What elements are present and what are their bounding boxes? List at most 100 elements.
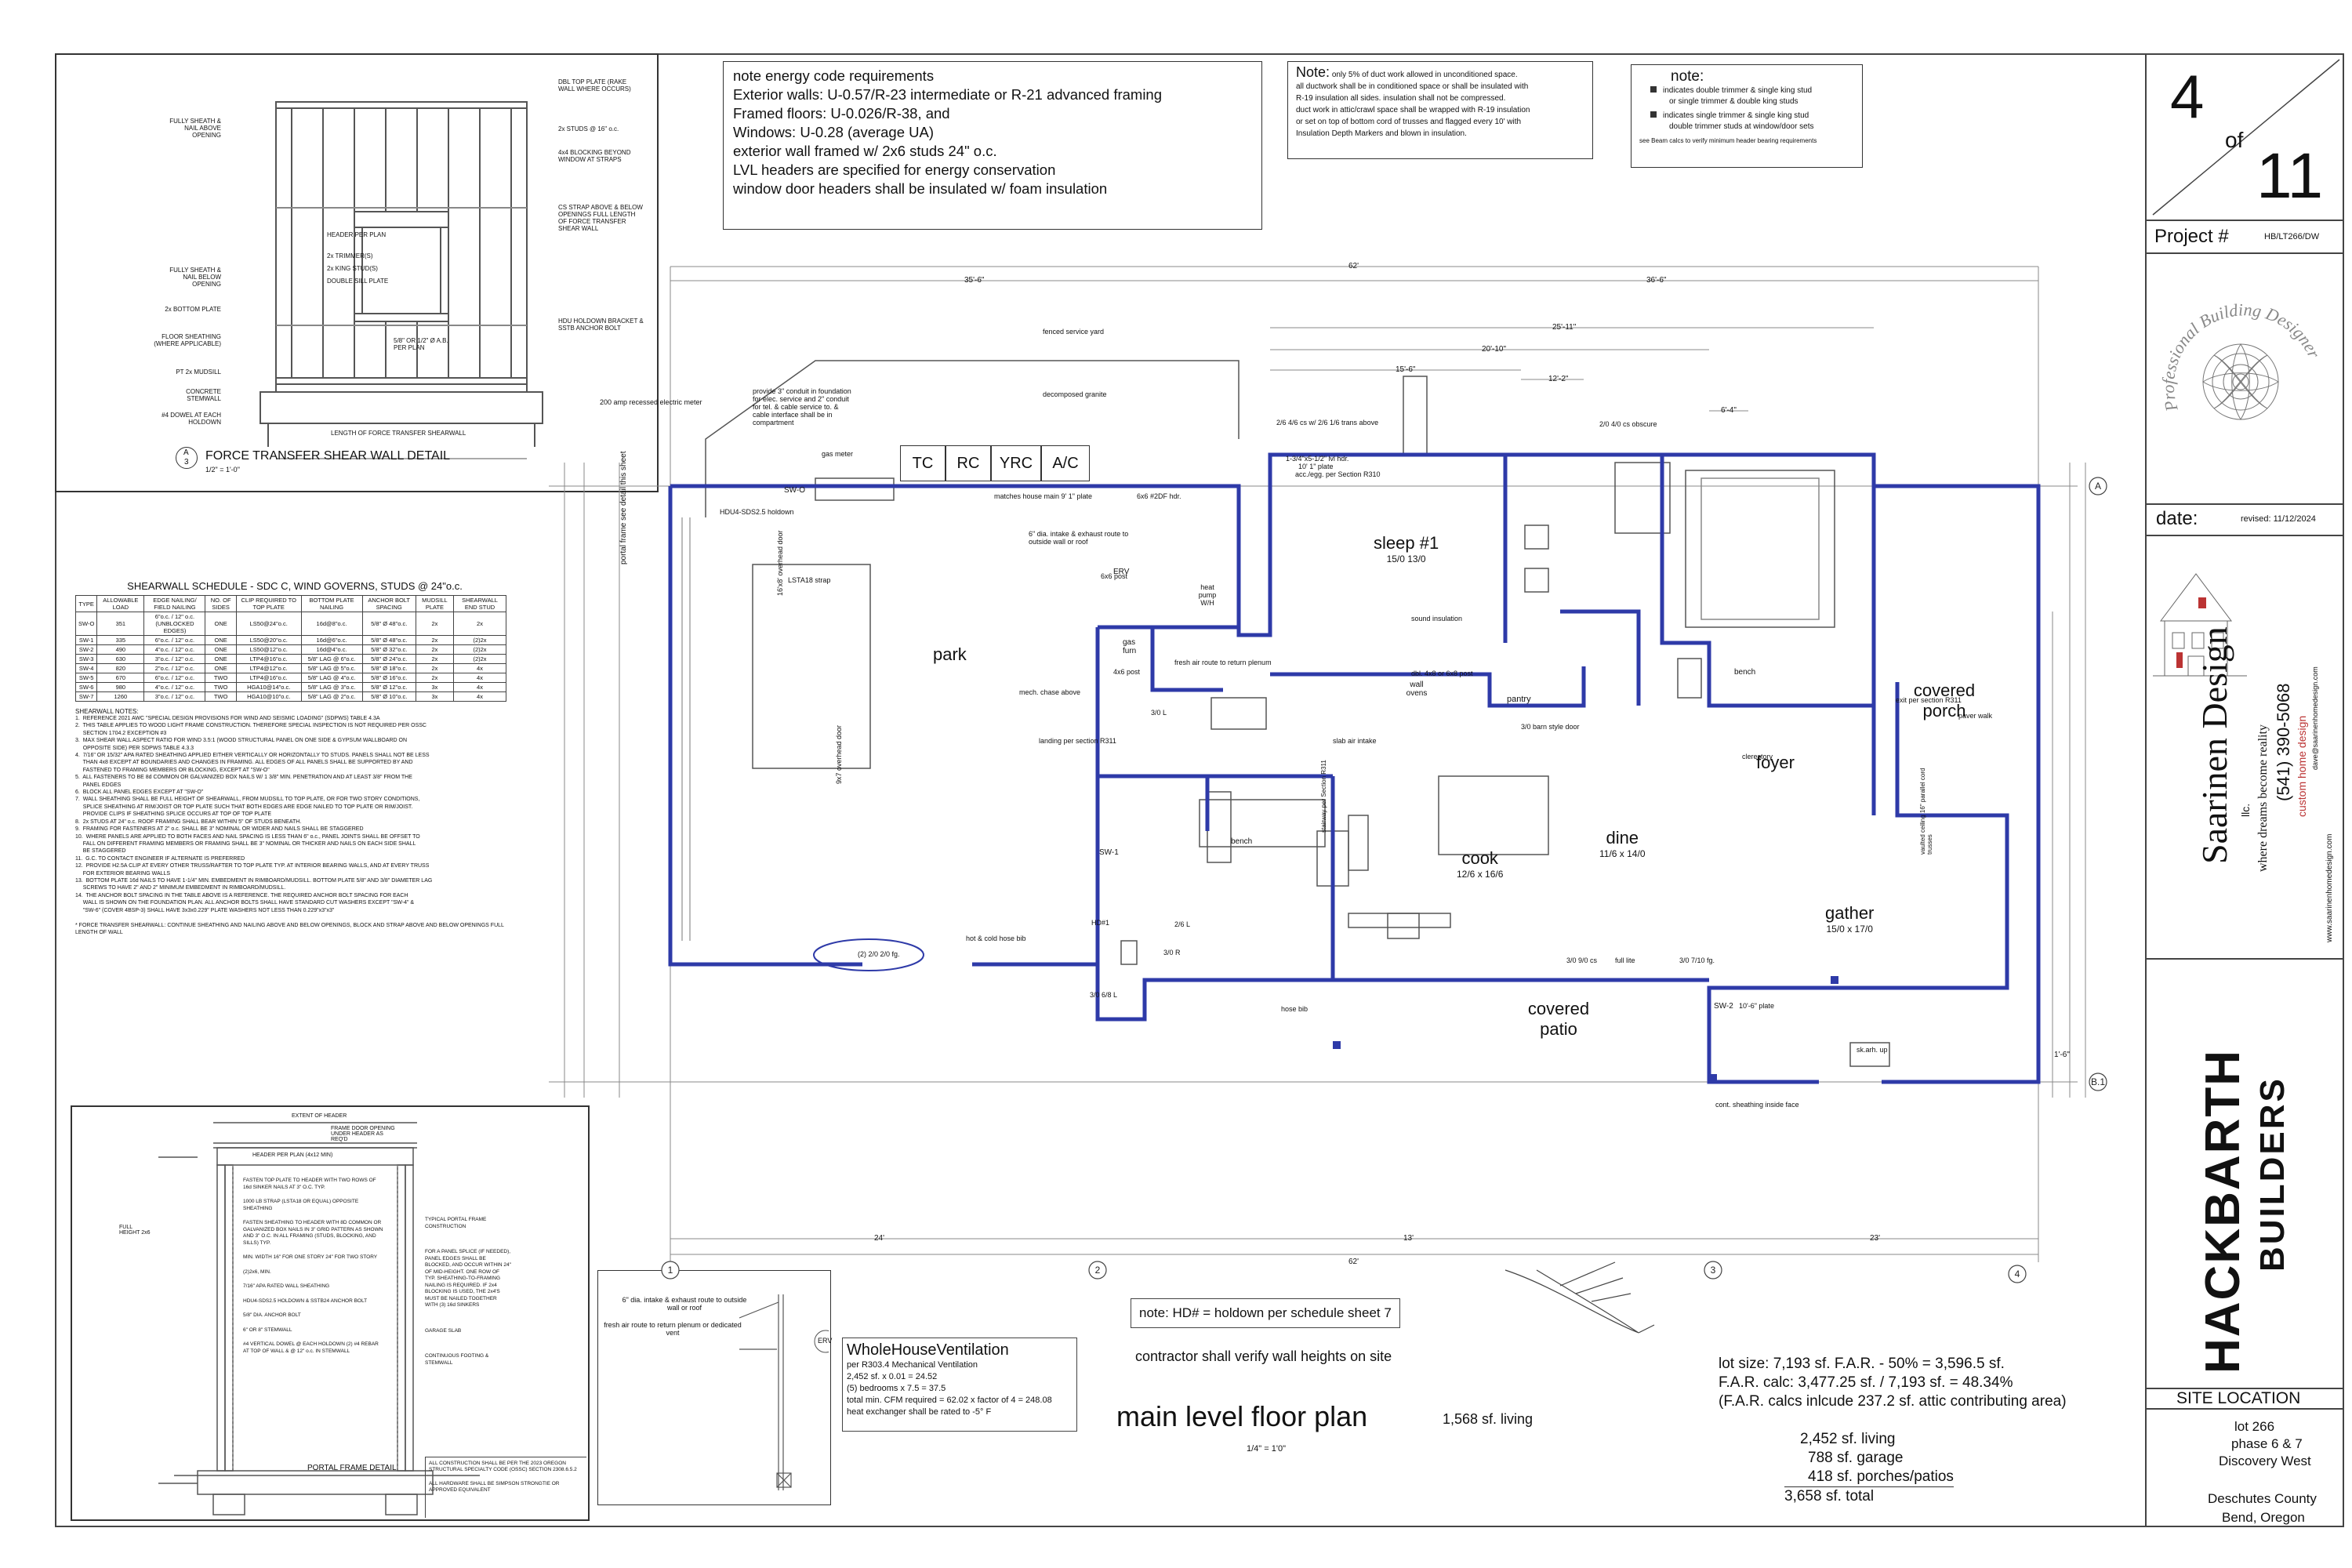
detail-length-label: LENGTH OF FORCE TRANSFER SHEARWALL <box>331 430 466 437</box>
schedule-title: SHEARWALL SCHEDULE - SDC C, WIND GOVERNS… <box>127 580 463 592</box>
schedule-header-cell: NO. OF SIDES <box>205 595 237 612</box>
room-covered-porch: covered porch <box>1905 681 1984 721</box>
plan-annotation: full lite <box>1615 956 1635 964</box>
label-gas-furn: gas furn <box>1123 638 1137 655</box>
builder-logo: HACKBARTH BUILDERS <box>2147 958 2344 1389</box>
vent-line-2: 2,452 sf. x 0.01 = 24.52 <box>847 1372 938 1381</box>
portal-note: 6" OR 8" STEMWALL <box>243 1327 292 1333</box>
room-sleep-1-dims: 15/0 13/0 <box>1386 554 1426 564</box>
plan-annotation: 3/0 7/10 fg. <box>1679 956 1715 964</box>
plan-annotation: vaulted ceiling 16" parallel cord trusse… <box>1919 768 1933 855</box>
portal-footer-box: ALL CONSTRUCTION SHALL BE PER THE 2023 O… <box>425 1457 586 1518</box>
site-subdivision: Discovery West <box>2219 1454 2311 1468</box>
plan-annotation: 6x6 #2DF hdr. <box>1137 492 1181 500</box>
north-arrow-icon <box>1504 1261 1655 1334</box>
dimension-text: 62' <box>1348 262 1359 270</box>
label-wall-ovens: wall ovens <box>1406 681 1428 698</box>
energy-note-line-6: LVL headers are specified for energy con… <box>733 162 1056 178</box>
plan-annotation: 2/0 4/0 cs obscure <box>1599 420 1657 428</box>
detail-label-left-2: FULLY SHEATH & NAIL BELOW OPENING <box>169 267 221 288</box>
detail-title: FORCE TRANSFER SHEAR WALL DETAIL <box>205 449 451 463</box>
detail-bubble: A 3 <box>176 447 198 469</box>
dimension-text: 1'-6" <box>2054 1051 2070 1059</box>
duct-note-line-2: R-19 insulation all sides. insulation sh… <box>1296 94 1506 103</box>
schedule-note: FALL ON DIFFERENT FRAMING MEMBERS OR FRA… <box>75 840 416 847</box>
mech-box-tc: TC <box>900 445 946 481</box>
schedule-note: PROVIDE CLIPS IF SHEATHING SPLICE OCCURS… <box>75 811 271 818</box>
portal-frame-detail: EXTENT OF HEADER HEADER PER PLAN (4x12 M… <box>71 1105 590 1521</box>
portal-note: #4 VERTICAL DOWEL @ EACH HOLDOWN (2) #4 … <box>243 1341 379 1354</box>
stud-note-item-3-text: indicates single trimmer & single king s… <box>1663 111 1809 120</box>
date-label: date: <box>2156 508 2198 529</box>
portal-note: 7/16" APA RATED WALL SHEATHING <box>243 1283 330 1289</box>
plan-annotation: 10' 1" plate <box>1298 463 1334 470</box>
mech-box-ac: A/C <box>1041 445 1090 481</box>
vent-label-1: 6" dia. intake & exhaust route to outsid… <box>622 1296 747 1312</box>
schedule-header-cell: ALLOWABLE LOAD <box>96 595 145 612</box>
schedule-cell: 1260 <box>96 691 145 702</box>
portal-right-note: CONTINUOUS FOOTING & STEMWALL <box>425 1353 489 1366</box>
schedule-note: 9. FRAMING FOR FASTENERS AT 2" o.c. SHAL… <box>75 826 364 833</box>
stud-note-item-1: indicates double trimmer & single king s… <box>1639 85 1854 96</box>
portal-note: 5/8" DIA. ANCHOR BOLT <box>243 1312 301 1318</box>
schedule-cell: 2x <box>415 612 455 636</box>
portal-note: MIN. WIDTH 16" FOR ONE STORY 24" FOR TWO… <box>243 1254 378 1260</box>
schedule-footnote: * FORCE TRANSFER SHEARWALL: CONTINUE SHE… <box>75 922 504 935</box>
detail-label-left-4: FLOOR SHEATHING (WHERE APPLICABLE) <box>154 333 221 347</box>
sheet-number: 4 <box>2170 62 2205 131</box>
schedule-note: 4. 7/16" OR 15/32" APA RATED SHEATHING A… <box>75 753 430 759</box>
detail-label-mid-4: DOUBLE SILL PLATE <box>327 278 389 285</box>
duct-note-first: only 5% of duct work allowed in uncondit… <box>1331 71 1518 79</box>
ventilation-diagram: 6" dia. intake & exhaust route to outsid… <box>597 1270 832 1505</box>
schedule-note: BE STAGGERED <box>75 848 126 855</box>
stud-note: note: indicates double trimmer & single … <box>1631 64 1863 168</box>
dimension-text: 6'-4" <box>1721 406 1737 415</box>
schedule-cell: 5/8" LAG @ 2"o.c. <box>300 691 363 702</box>
duct-note-first-line: Note: only 5% of duct work allowed in un… <box>1296 65 1584 81</box>
plan-annotation: cont. sheathing inside face <box>1715 1101 1799 1109</box>
plan-annotation: SW-O <box>784 486 806 495</box>
ventilation-calc: WholeHouseVentilation per R303.4 Mechani… <box>847 1341 1105 1418</box>
detail-anchor-label: 5/8" OR 1/2" Ø A.B. PER PLAN <box>394 337 448 351</box>
vent-line-5: heat exchanger shall be rated to -5° F <box>847 1407 992 1417</box>
detail-label-right-1: DBL TOP PLATE (RAKE WALL WHERE OCCURS) <box>558 78 631 93</box>
plan-annotation: 16'x8' overhead door <box>776 530 784 597</box>
schedule-note: 11. G.C. TO CONTACT ENGINEER IF ALTERNAT… <box>75 855 245 862</box>
schedule-note: 3. MAX SHEAR WALL ASPECT RATIO FOR WIND … <box>75 738 408 744</box>
plan-annotation: dbl. 4x8 or 6x8 post <box>1411 670 1473 677</box>
plan-annotation: hot & cold hose bib <box>966 935 1026 942</box>
site-location-header: SITE LOCATION <box>2147 1388 2344 1410</box>
mech-box-yrc: YRC <box>991 445 1041 481</box>
plan-annotation: sk.arh. up <box>1857 1046 1888 1054</box>
designer-logo: Saarinen Design llc. where dreams become… <box>2147 535 2344 960</box>
portal-right-note: FOR A PANEL SPLICE (IF NEEDED), PANEL ED… <box>425 1249 511 1308</box>
project-number: HB/LT266/DW <box>2264 232 2320 241</box>
gridline-1: 1 <box>668 1265 673 1276</box>
plan-annotation: 4x6 post <box>1113 668 1141 676</box>
sheet-number-box: 4 of 11 <box>2147 53 2344 221</box>
detail-label-mid-2: 2x TRIMMER(S) <box>327 252 373 260</box>
plan-annotation: mech. chase above <box>1019 688 1081 696</box>
sheet-diagonal <box>2152 59 2340 216</box>
schedule-header-cell: CLIP REQUIRED TO TOP PLATE <box>235 595 302 612</box>
ventilation-drawing <box>739 1294 829 1490</box>
schedule-notes: 1. REFERENCE 2021 AWC "SPECIAL DESIGN PR… <box>75 715 514 914</box>
schedule-note: 6. BLOCK ALL PANEL EDGES EXCEPT AT "SW-O… <box>75 789 204 796</box>
date-value: revised: 11/12/2024 <box>2241 514 2316 524</box>
stud-symbol-2 <box>1650 111 1657 118</box>
detail-label-right-2: 2x STUDS @ 16" o.c. <box>558 125 619 132</box>
portal-note: HDU4-SDS2.5 HOLDOWN & SSTB24 ANCHOR BOLT <box>243 1298 368 1304</box>
portal-right-note: TYPICAL PORTAL FRAME CONSTRUCTION <box>425 1217 487 1229</box>
room-sleep-1-name: sleep #1 <box>1374 533 1439 553</box>
label-bench-2: bench <box>1734 668 1756 677</box>
energy-note-line-1: note energy code requirements <box>733 67 935 84</box>
area-calc-1: lot size: 7,193 sf. F.A.R. - 50% = 3,596… <box>1719 1356 2005 1372</box>
plan-scale: 1/4" = 1'0" <box>1247 1444 1286 1454</box>
